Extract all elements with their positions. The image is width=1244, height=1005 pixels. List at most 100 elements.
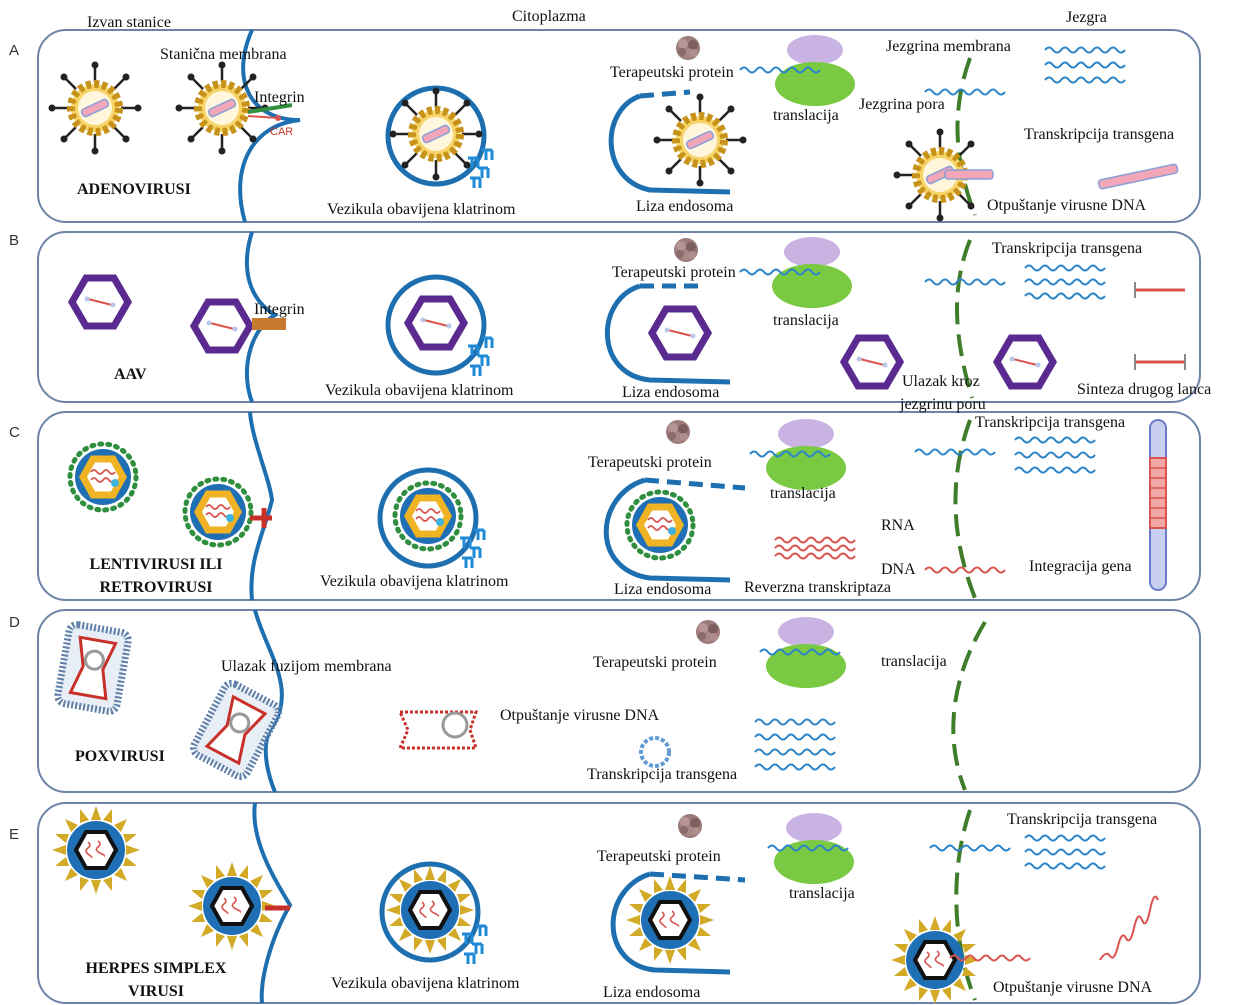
fusion-entry-label: Ulazak fuzijom membrana xyxy=(221,658,392,675)
second-strand-dna-icon xyxy=(1135,288,1185,364)
ribosome-d-icon xyxy=(766,617,846,688)
panel-e-graphics xyxy=(50,804,1159,1005)
vesicle-a-label: Vezikula obavijena klatrinom xyxy=(327,201,516,218)
panel-a-letter: A xyxy=(9,42,20,59)
hsv-bound-icon xyxy=(186,860,278,952)
panel-b-frame xyxy=(37,231,1201,403)
rna-label: RNA xyxy=(881,517,915,534)
poxvirus-title: POXVIRUSI xyxy=(75,748,165,765)
dna-label: DNA xyxy=(881,561,916,578)
aav-entering-nucleus-icon xyxy=(844,338,900,386)
poxvirus-free-icon xyxy=(57,623,130,712)
nuclear-pore-label: Jezgrina pora xyxy=(859,96,945,113)
therapeutic-protein-d-icon xyxy=(696,620,720,644)
nuclear-entry-label-2: jezgrinu poru xyxy=(900,396,986,413)
dna-release-d-label: Otpuštanje virusne DNA xyxy=(500,707,660,724)
aav-title: AAV xyxy=(114,366,147,383)
adenovirus-title: ADENOVIRUSI xyxy=(77,181,191,198)
vesicle-c-label: Vezikula obavijena klatrinom xyxy=(320,573,509,590)
cytoplasm-label: Citoplazma xyxy=(512,8,586,25)
translation-a-label: translacija xyxy=(773,107,839,124)
cell-membrane-label: Stanična membrana xyxy=(160,46,287,63)
panel-a-graphics xyxy=(49,35,1179,222)
panel-b-graphics xyxy=(72,237,1186,386)
panel-b-letter: B xyxy=(9,232,20,249)
panel-e-frame xyxy=(37,802,1201,1004)
therapeutic-protein-c-icon xyxy=(666,420,690,444)
lentivirus-title-1: LENTIVIRUSI ILI xyxy=(89,556,223,573)
car-label: CAR xyxy=(270,126,294,138)
therapeutic-protein-d-label: Terapeutski protein xyxy=(593,654,717,671)
aav-nucleus-icon xyxy=(997,338,1053,386)
lentivirus-title-2: RETROVIRUSI xyxy=(99,579,213,596)
panel-a-frame xyxy=(37,29,1201,223)
nucleus-label: Jezgra xyxy=(1066,9,1107,26)
panel-d-letter: D xyxy=(9,614,20,631)
lentivirus-bound-icon xyxy=(185,479,251,545)
viral-dna-circle-icon xyxy=(639,736,671,768)
viral-dna-e-icon xyxy=(1099,895,1159,961)
therapeutic-protein-e-label: Terapeutski protein xyxy=(597,848,721,865)
adenovirus-bound-icon xyxy=(176,62,269,155)
panel-c-letter: C xyxy=(9,424,20,441)
adenovirus-free-icon xyxy=(49,62,142,155)
transgene-transcription-e-label: Transkripcija transgena xyxy=(1007,811,1158,828)
hsv-title-1: HERPES SIMPLEX xyxy=(85,960,227,977)
endosome-e-icon xyxy=(610,871,731,975)
therapeutic-protein-b-label: Terapeutski protein xyxy=(612,264,736,281)
vesicle-e-label: Vezikula obavijena klatrinom xyxy=(331,975,520,992)
translation-b-label: translacija xyxy=(773,312,839,329)
endosome-a-icon xyxy=(608,93,731,195)
endosome-lysis-b-label: Liza endosoma xyxy=(622,384,720,401)
endosome-c-icon xyxy=(603,477,731,583)
clathrin-vesicle-e-icon xyxy=(379,861,481,963)
chromosome-integration-icon xyxy=(1149,419,1167,591)
clathrin-vesicle-b-icon xyxy=(385,274,487,376)
therapeutic-protein-a-icon xyxy=(676,36,700,60)
aav-bound-icon xyxy=(194,302,250,350)
clathrin-vesicle-c-icon xyxy=(377,467,479,569)
integrin-a-label: Integrin xyxy=(254,89,305,106)
viral-dna-a-icon xyxy=(1097,163,1179,190)
lentivirus-free-icon xyxy=(70,444,136,510)
panel-c-frame xyxy=(37,411,1201,601)
panel-frames xyxy=(37,29,1201,1004)
second-strand-label: Sinteza drugog lanca xyxy=(1077,381,1212,398)
panel-d-frame xyxy=(37,609,1201,793)
dna-release-a-label: Otpuštanje virusne DNA xyxy=(987,197,1147,214)
aav-free-icon xyxy=(72,278,128,326)
integrin-b-label: Integrin xyxy=(254,301,305,318)
endosome-lysis-c-label: Liza endosoma xyxy=(614,581,712,598)
nuclear-entry-label-1: Ulazak kroz xyxy=(902,373,980,390)
therapeutic-protein-b-icon xyxy=(674,238,698,262)
endosome-b-icon xyxy=(605,283,731,385)
panel-c-graphics xyxy=(70,419,1167,591)
transgene-transcription-d-label: Transkripcija transgena xyxy=(587,766,738,783)
endosome-lysis-a-label: Liza endosoma xyxy=(636,198,734,215)
nuclear-membranes xyxy=(951,57,987,1001)
transgene-transcription-c-label: Transkripcija transgena xyxy=(975,414,1126,431)
transgene-transcription-b-label: Transkripcija transgena xyxy=(992,240,1143,257)
reverse-transcriptase-label: Reverzna transkriptaza xyxy=(744,579,892,596)
hsv-free-icon xyxy=(50,804,142,896)
panel-e-letter: E xyxy=(9,826,20,843)
therapeutic-protein-a-label: Terapeutski protein xyxy=(610,64,734,81)
pox-core-released-icon xyxy=(397,710,479,750)
translation-e-label: translacija xyxy=(789,885,855,902)
vesicle-b-label: Vezikula obavijena klatrinom xyxy=(325,382,514,399)
endosome-lysis-e-label: Liza endosoma xyxy=(603,984,701,1001)
outside-cell-label: Izvan stanice xyxy=(87,14,171,31)
panel-d-graphics xyxy=(57,617,846,779)
dna-release-e-label: Otpuštanje virusne DNA xyxy=(993,979,1153,996)
hsv-title-2: VIRUSI xyxy=(127,983,184,1000)
transgene-transcription-a-label: Transkripcija transgena xyxy=(1024,126,1175,143)
ribosome-e-icon xyxy=(774,813,854,884)
translation-c-label: translacija xyxy=(770,485,836,502)
hsv-nuclear-pore-icon xyxy=(889,914,981,1005)
nuclear-membrane-label: Jezgrina membrana xyxy=(886,38,1011,55)
therapeutic-protein-e-icon xyxy=(678,814,702,838)
gene-integration-label: Integracija gena xyxy=(1029,558,1132,575)
translation-d-label: translacija xyxy=(881,653,947,670)
therapeutic-protein-c-label: Terapeutski protein xyxy=(588,454,712,471)
